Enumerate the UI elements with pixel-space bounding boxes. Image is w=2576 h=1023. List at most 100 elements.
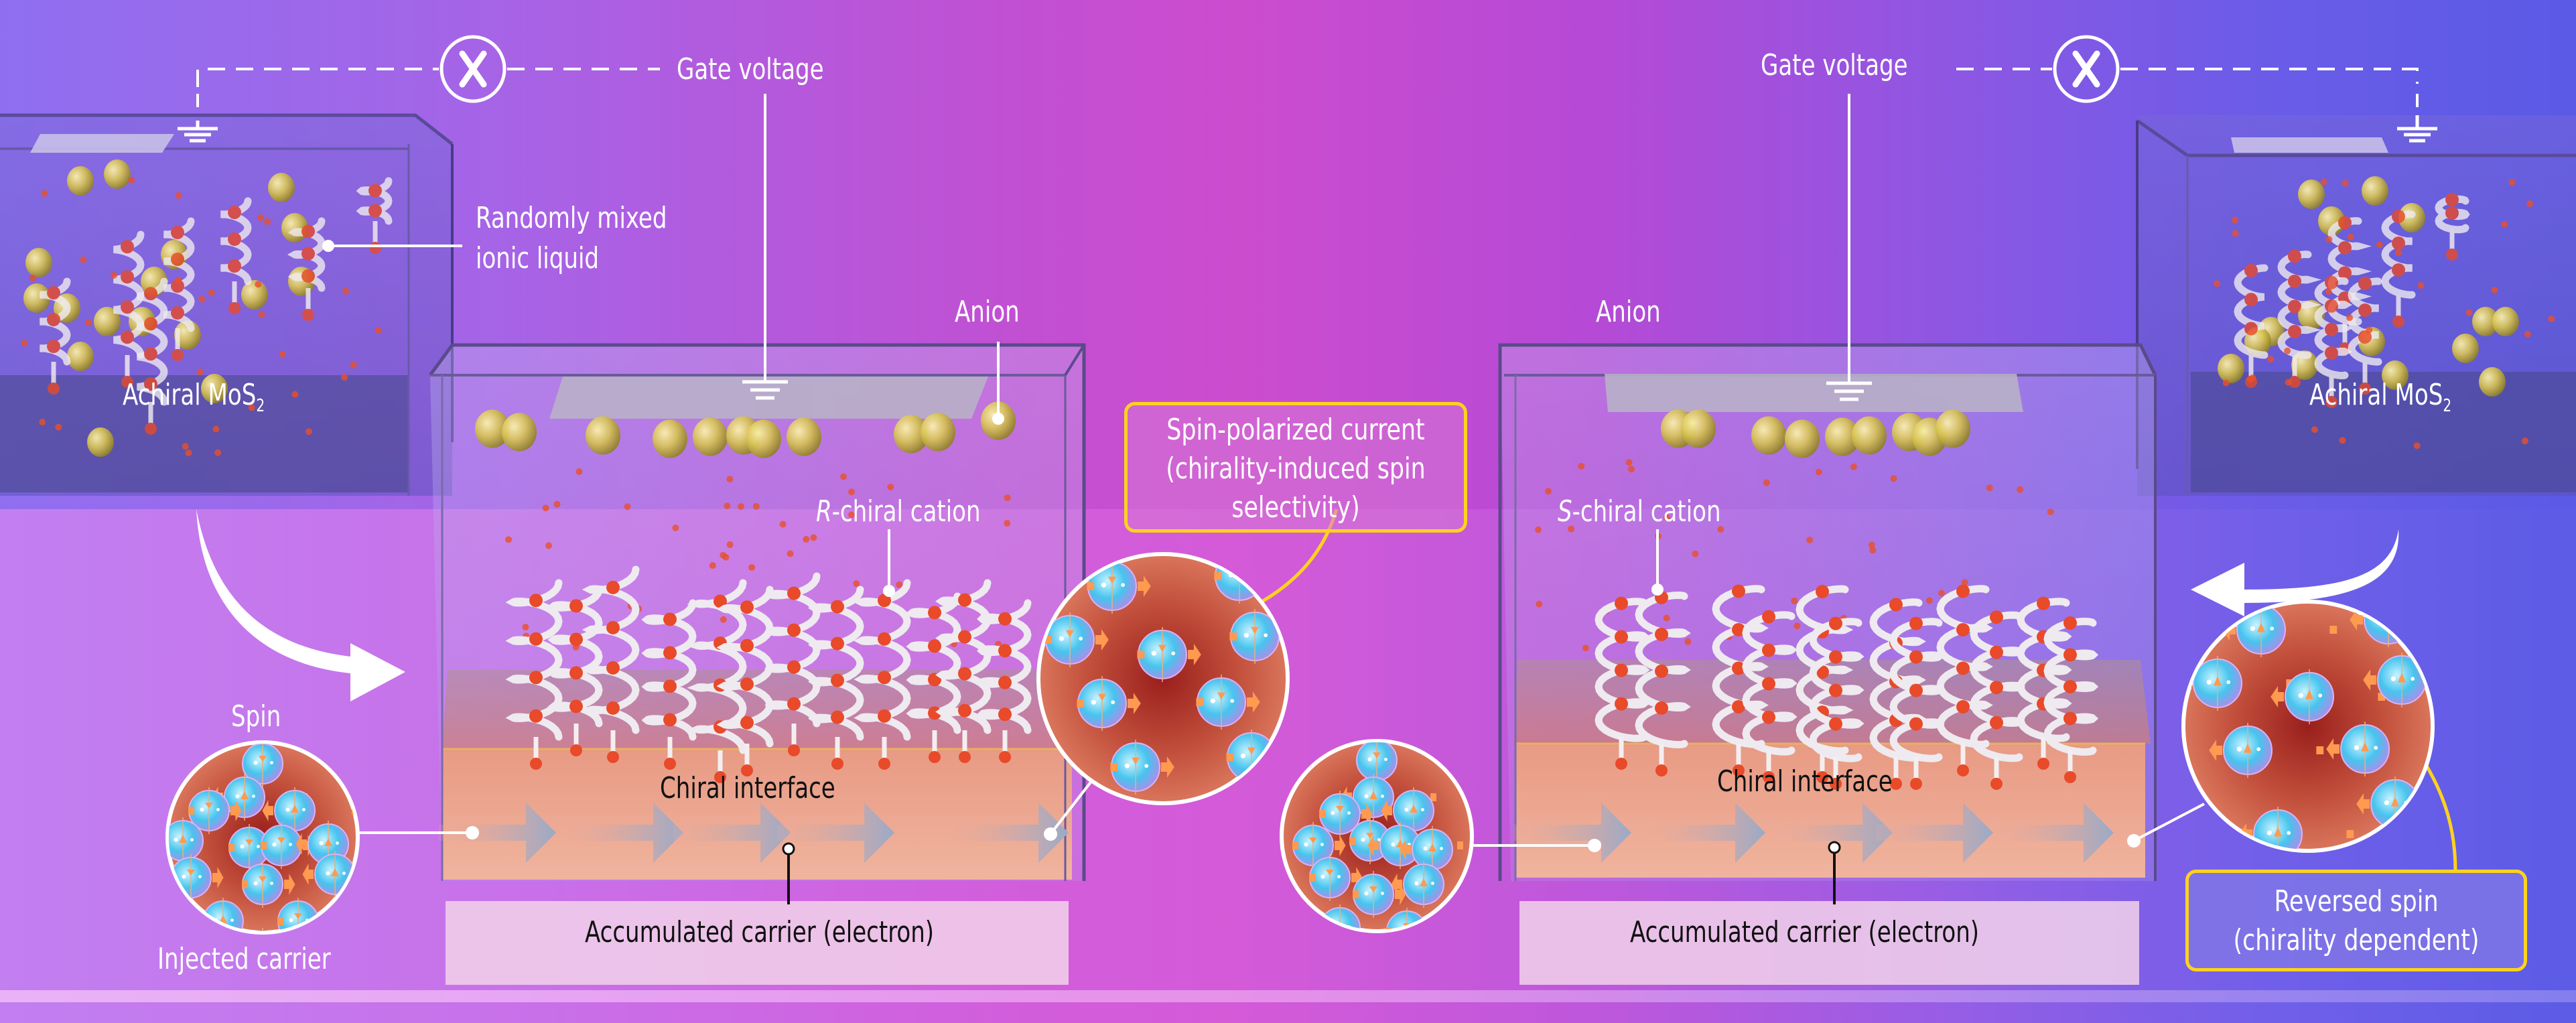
anion-sphere <box>1825 417 1860 456</box>
spin-arrow-icon <box>1277 746 1286 768</box>
carrier-flow-arrow <box>439 803 556 863</box>
ion-particle <box>726 476 734 483</box>
cation-bead <box>2288 324 2301 338</box>
cation-bead <box>831 673 844 687</box>
ion-particle <box>624 503 631 510</box>
right-achiral-mos2-subscript: 2 <box>2443 396 2452 416</box>
left-gate-voltage-label: Gate voltage <box>677 52 824 86</box>
left-curved-arrow-icon <box>196 509 405 701</box>
spin-arrow-icon <box>1361 803 1373 825</box>
spin-arrow-icon <box>1161 756 1174 778</box>
anion-sphere <box>1852 416 1887 455</box>
cation-bead <box>663 612 677 626</box>
cation-bead <box>2338 241 2352 255</box>
spin-arrow-icon <box>1391 874 1402 895</box>
cation-bead <box>2359 383 2371 395</box>
left-ground-symbol-reservoir <box>178 121 218 143</box>
cation-bead <box>998 612 1012 626</box>
cation-bead <box>144 347 157 361</box>
spin-arrow-icon <box>1188 644 1201 665</box>
helix-cation <box>2381 210 2416 328</box>
ion-particle <box>80 256 87 263</box>
spin-arrow-icon <box>1373 950 1381 956</box>
ion-particle <box>840 473 848 480</box>
leader-lines-dark <box>782 841 1841 904</box>
spin-arrow-icon <box>1373 752 1381 758</box>
cation-bead <box>569 599 583 613</box>
injected-carrier-label: Injected carrier <box>157 942 331 976</box>
anion-sphere <box>586 416 620 455</box>
cation-bead <box>2392 210 2405 223</box>
cation-bead <box>1956 622 1970 636</box>
ion-particle <box>787 550 794 557</box>
helix-cation <box>906 592 961 763</box>
ion-particle <box>737 503 744 510</box>
cation-bead <box>301 269 315 283</box>
r-chiral-prefix: R <box>816 494 832 529</box>
cation-bead <box>1762 710 1775 724</box>
electron <box>1110 740 1174 795</box>
spin-arrow-icon <box>190 910 202 931</box>
left-reservoir-mixture <box>21 159 393 457</box>
ion-particle <box>2366 326 2373 334</box>
cation-bead <box>1909 616 1923 630</box>
spin-arrow-icon <box>262 800 273 821</box>
ion-particle <box>1568 525 1575 533</box>
spin-arrow-icon <box>1335 835 1346 856</box>
electron <box>1356 742 1398 784</box>
spin-arrow-icon <box>1400 839 1411 860</box>
cation-bead <box>1655 764 1668 776</box>
helix-cation <box>1635 590 1691 776</box>
ion-particle <box>848 511 855 519</box>
reversed-spin-callout: Reversed spin (chirality dependent) <box>2185 870 2527 971</box>
right-device-reflection <box>1519 901 2139 985</box>
ion-particle <box>2325 236 2333 243</box>
electron <box>1077 676 1141 731</box>
anion-sphere <box>894 415 929 454</box>
helix-cation <box>287 217 326 321</box>
ion-particle <box>248 404 255 411</box>
cation-bead <box>2446 249 2458 261</box>
cation-bead <box>1615 697 1628 711</box>
right-anion-label: Anion <box>1596 295 1661 329</box>
r-chiral-cation-label: R-chiral cation <box>816 497 981 527</box>
anion-sphere <box>1681 409 1716 448</box>
ion-particle <box>2417 282 2425 289</box>
cation-bead <box>2325 396 2337 408</box>
cation-bead <box>121 330 134 344</box>
cation-bead <box>1889 598 1903 612</box>
callout-line-3: selectivity) <box>1231 490 1360 525</box>
ion-particle <box>2501 220 2508 228</box>
spin-arrow-icon <box>151 830 162 851</box>
cation-bead <box>1829 616 1842 630</box>
ion-particle <box>575 468 583 476</box>
left-accumulated-carrier-label: Accumulated carrier (electron) <box>585 915 935 949</box>
cation-bead <box>878 594 891 608</box>
anion-sphere <box>787 417 821 456</box>
cation-bead <box>2288 299 2301 314</box>
cation-bead <box>2392 236 2405 250</box>
cation-bead <box>606 580 620 594</box>
electron <box>1137 627 1201 682</box>
helix-cation <box>1809 616 1865 790</box>
electron <box>2270 669 2386 724</box>
electron <box>188 787 242 834</box>
r-chiral-suffix: -chiral cation <box>831 494 981 529</box>
cation-bead <box>368 184 382 198</box>
cation-bead <box>2288 249 2301 263</box>
electron <box>1349 817 1403 864</box>
cation-bead <box>145 423 157 435</box>
cation-bead <box>1890 778 1902 790</box>
cation-bead <box>741 764 753 776</box>
cation-bead <box>47 313 60 326</box>
ion-particle <box>1692 550 1699 557</box>
spin-arrow-icon <box>295 833 307 855</box>
ion-particle <box>1628 466 1635 473</box>
ion-particle <box>726 541 734 549</box>
electron <box>242 861 295 908</box>
ion-particle <box>2342 180 2349 187</box>
cation-bead <box>1732 661 1745 675</box>
ion-particle <box>1868 541 1875 549</box>
cation-bead <box>302 309 314 321</box>
